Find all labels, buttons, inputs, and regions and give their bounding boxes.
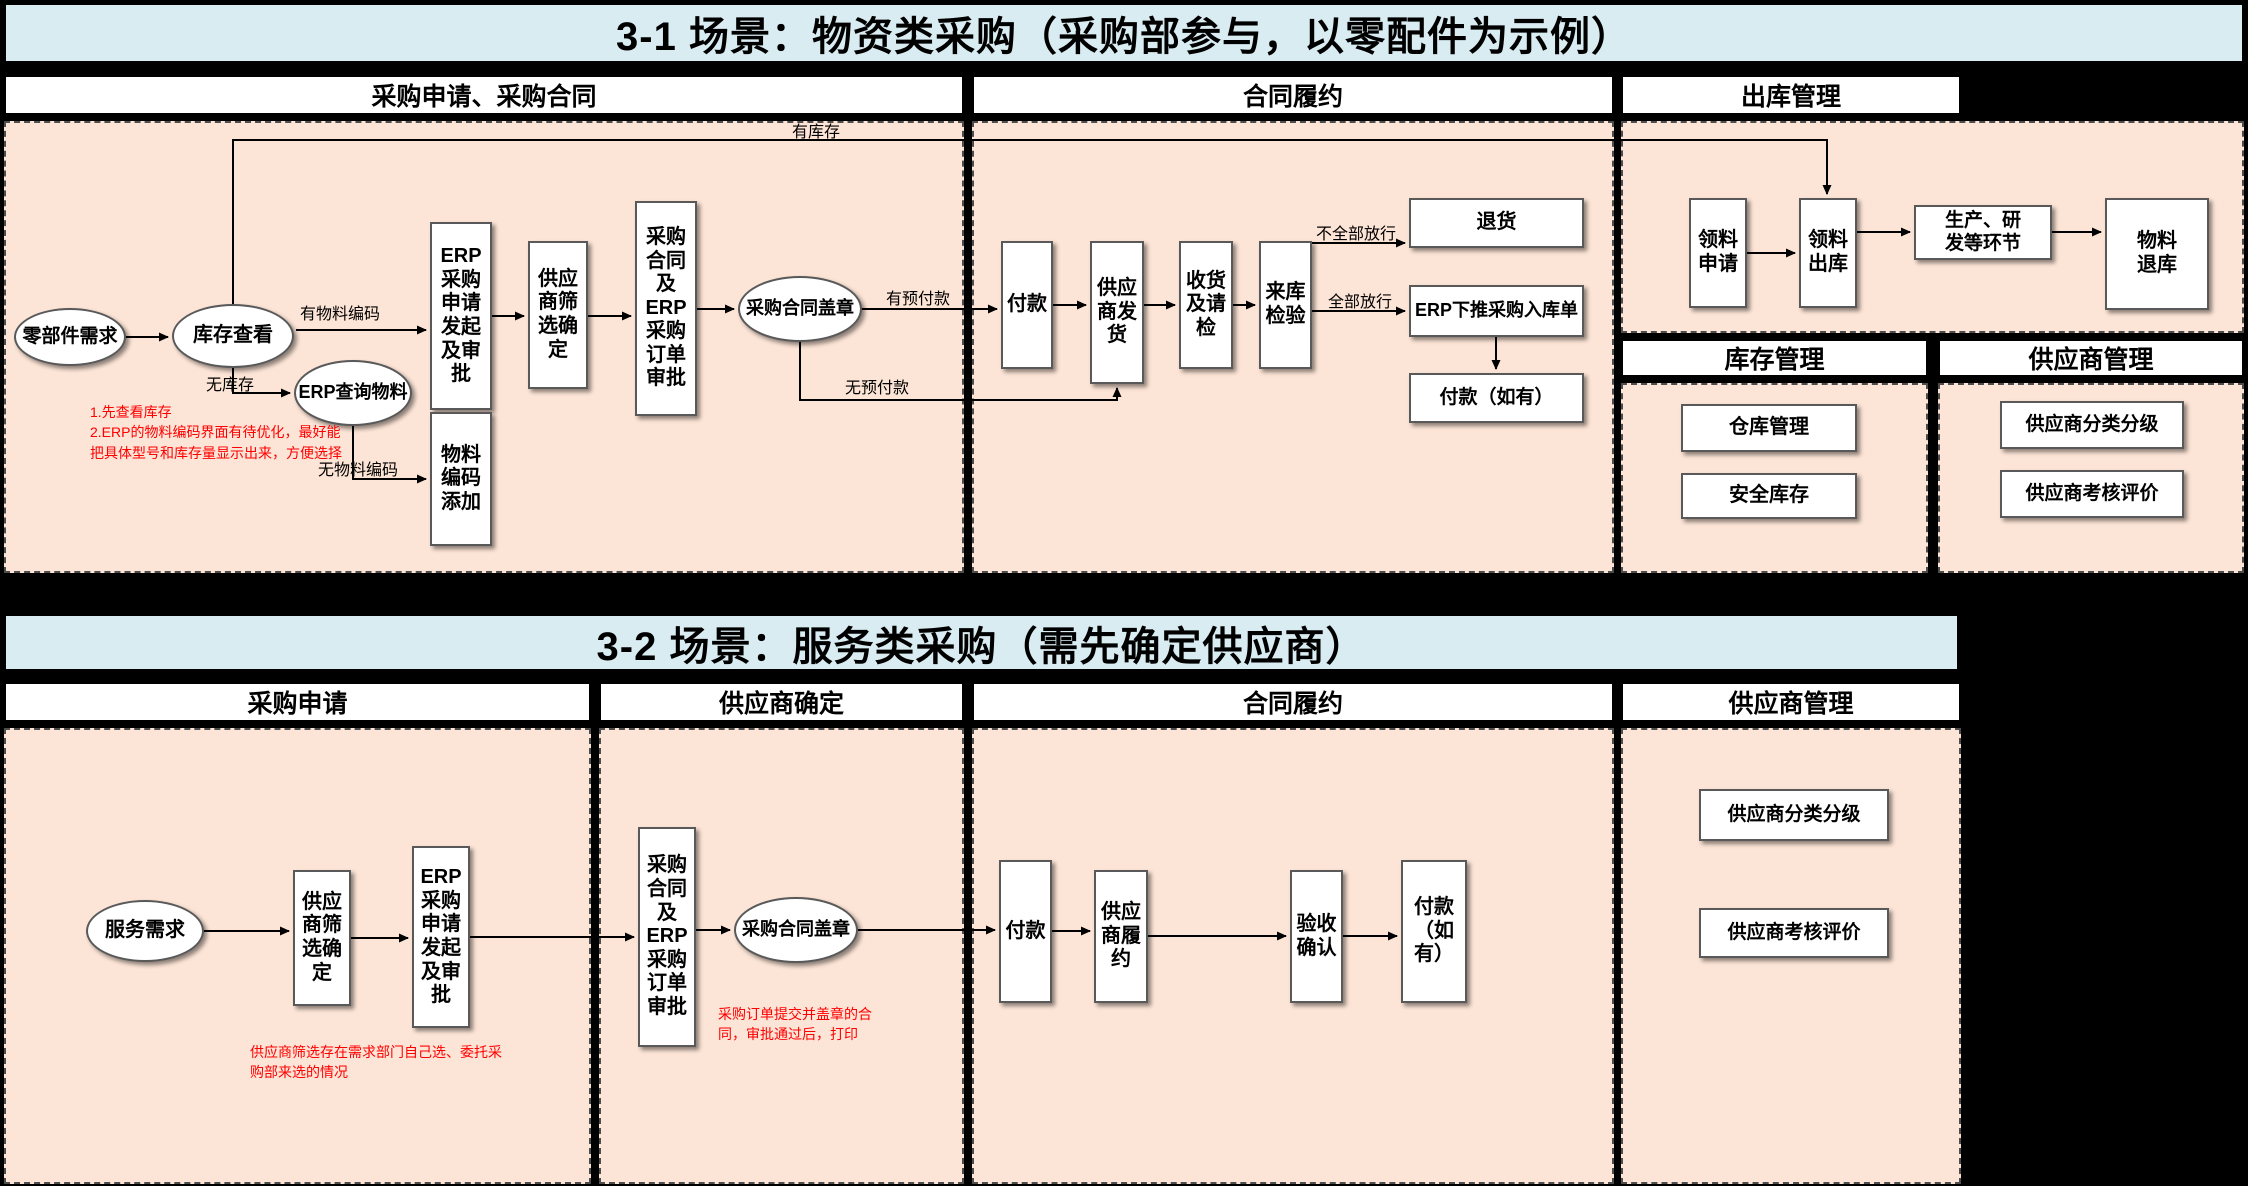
s1-incoming-inspect-node: 来库检验 bbox=[1259, 241, 1312, 369]
s1-lane-header-inventory-mgmt: 库存管理 bbox=[1621, 339, 1928, 377]
s1-label-has-stock: 有库存 bbox=[792, 124, 841, 141]
s1-erp-pr-node: ERP采购申请发起及审批 bbox=[430, 222, 492, 410]
s1-label-partial-release: 不全部放行 bbox=[1316, 226, 1397, 243]
s1-lane-header-outbound-mgmt: 出库管理 bbox=[1621, 75, 1961, 115]
s1-supplier-eval-node: 供应商考核评价 bbox=[2000, 470, 2184, 518]
s2-contract-seal-note: 采购订单提交并盖章的合 同，审批通过后，打印 bbox=[718, 1006, 872, 1043]
s1-pick-request-node: 领料申请 bbox=[1689, 198, 1747, 308]
s1-payment-node: 付款 bbox=[1001, 241, 1053, 369]
s2-supplier-eval-node: 供应商考核评价 bbox=[1699, 908, 1889, 958]
s1-supplier-ship-node: 供应商发货 bbox=[1090, 241, 1144, 384]
s1-label-has-prepayment: 有预付款 bbox=[886, 291, 951, 308]
s1-payment-optional-node: 付款（如有） bbox=[1409, 373, 1584, 423]
s1-label-has-material-code: 有物料编码 bbox=[300, 306, 381, 323]
section1-title: 3-1 场景：物资类采购（采购部参与，以零配件为示例） bbox=[4, 3, 2244, 63]
s1-production-node: 生产、研 发等环节 bbox=[1914, 205, 2052, 260]
s1-stock-note: 1.先查看库存 2.ERP的物料编码界面有待优化，最好能 把具体型号和库存量显示… bbox=[90, 404, 342, 461]
s2-supplier-perform-node: 供应商履约 bbox=[1094, 870, 1148, 1003]
s1-label-no-stock: 无库存 bbox=[206, 377, 255, 394]
s2-service-demand-node: 服务需求 bbox=[86, 900, 204, 962]
s2-erp-pr-node: ERP采购申请发起及审批 bbox=[412, 846, 470, 1028]
s2-lane-header-supplier-mgmt: 供应商管理 bbox=[1621, 682, 1961, 722]
s2-contract-approval-node: 采购合同及ERP采购订单审批 bbox=[638, 827, 696, 1047]
s1-erp-query-node: ERP查询物料 bbox=[294, 360, 412, 426]
s1-stock-check-node: 库存查看 bbox=[172, 304, 294, 368]
s2-payment-node: 付款 bbox=[999, 860, 1052, 1003]
s1-warehouse-mgmt-node: 仓库管理 bbox=[1681, 404, 1857, 452]
s2-lane-header-contract-fulfillment: 合同履约 bbox=[972, 682, 1614, 722]
s1-lane-header-purchase-request: 采购申请、采购合同 bbox=[4, 75, 964, 115]
s2-accept-confirm-node: 验收确认 bbox=[1290, 870, 1343, 1003]
s1-label-full-release: 全部放行 bbox=[1328, 294, 1393, 311]
s2-supplier-grading-node: 供应商分类分级 bbox=[1699, 789, 1889, 841]
section2-title: 3-2 场景：服务类采购（需先确定供应商） bbox=[4, 614, 1959, 671]
s1-contract-seal-node: 采购合同盖章 bbox=[738, 276, 862, 342]
s1-erp-inbound-node: ERP下推采购入库单 bbox=[1409, 285, 1584, 337]
s1-label-no-prepayment: 无预付款 bbox=[845, 380, 910, 397]
s1-lane-header-contract-fulfillment: 合同履约 bbox=[972, 75, 1614, 115]
s2-contract-seal-node: 采购合同盖章 bbox=[734, 897, 858, 963]
s2-lane-header-purchase-request: 采购申请 bbox=[4, 682, 591, 722]
s1-supplier-select-node: 供应商筛选确定 bbox=[528, 241, 588, 389]
s2-lane-header-supplier-determination: 供应商确定 bbox=[599, 682, 964, 722]
s1-part-demand-node: 零部件需求 bbox=[14, 308, 126, 366]
s1-material-code-node: 物料编码添加 bbox=[430, 412, 492, 546]
s2-supplier-select-node: 供应商筛选确定 bbox=[293, 870, 351, 1006]
s1-label-no-material-code: 无物料编码 bbox=[318, 462, 399, 479]
s1-supplier-grading-node: 供应商分类分级 bbox=[2000, 401, 2184, 449]
s1-contract-approval-node: 采购合同及ERP采购订单审批 bbox=[635, 201, 697, 416]
s1-return-goods-node: 退货 bbox=[1409, 198, 1584, 248]
s2-payment-optional-node: 付款 （如 有） bbox=[1401, 860, 1467, 1003]
s1-safety-stock-node: 安全库存 bbox=[1681, 473, 1857, 519]
s1-pick-outbound-node: 领料出库 bbox=[1799, 198, 1857, 308]
s1-receive-inspect-node: 收货及请检 bbox=[1179, 241, 1233, 369]
s2-supplier-select-note: 供应商筛选存在需求部门自己选、委托采 购部来选的情况 bbox=[250, 1044, 502, 1081]
s1-material-return-node: 物料 退库 bbox=[2105, 198, 2209, 310]
s1-lane-header-supplier-mgmt: 供应商管理 bbox=[1938, 339, 2244, 377]
